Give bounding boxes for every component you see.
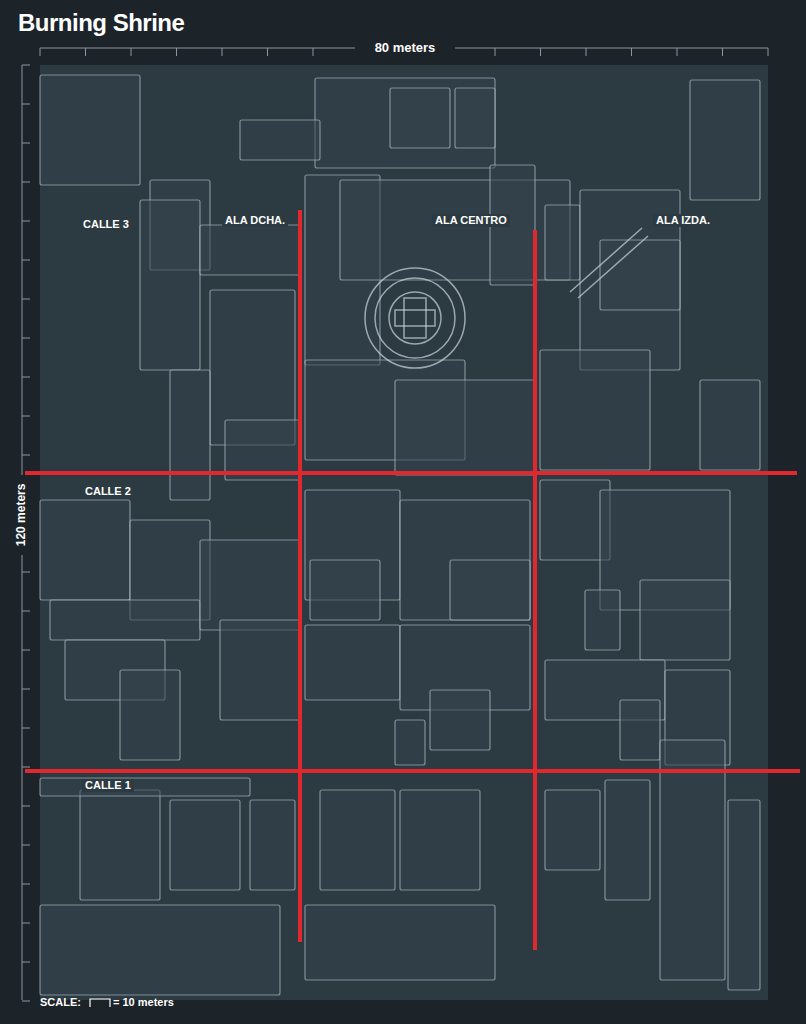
ruler [22,48,768,1001]
shrine-circle [365,228,648,368]
scale-label: SCALE: [40,996,81,1009]
map-ground [40,65,768,1000]
street-label: CALLE 1 [82,779,134,792]
wing-label: ALA DCHA. [222,214,288,227]
scale-bracket [90,999,110,1007]
scale-label: = 10 meters [113,996,174,1009]
wing-label: ALA CENTRO [432,214,510,227]
buildings [40,75,760,995]
red-lines [25,210,800,950]
street-label: CALLE 2 [82,485,134,498]
map-title: Burning Shrine [18,9,184,37]
height-dimension: 120 meters [14,478,30,553]
ruler-tab [355,40,455,57]
width-dimension: 80 meters [369,40,442,57]
street-label: CALLE 3 [80,218,132,231]
ruler-tab [13,475,31,555]
wing-label: ALA IZDA. [653,214,713,227]
